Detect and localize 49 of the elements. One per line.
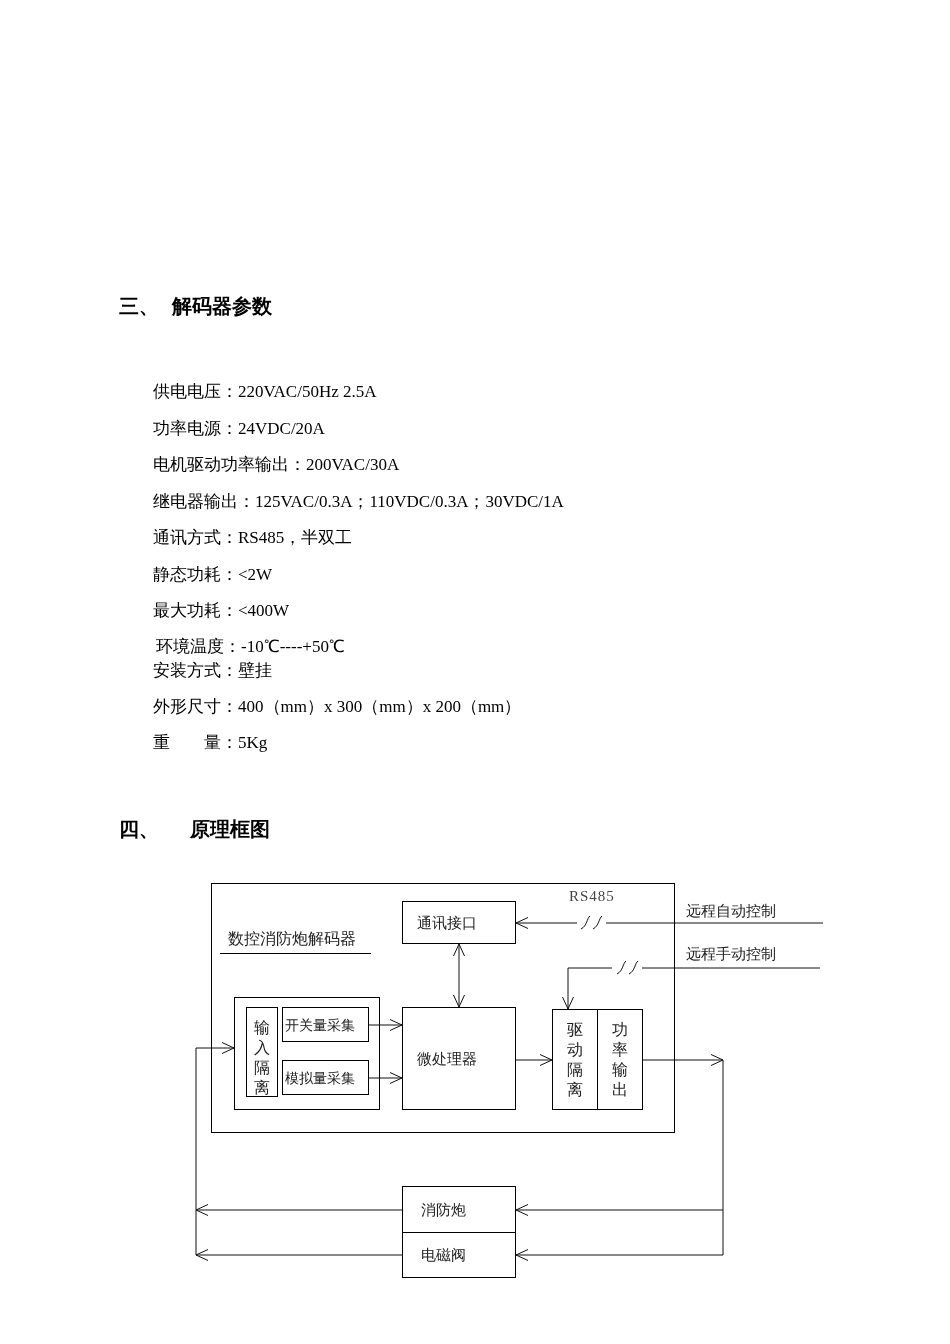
spec-line: 最大功耗：<400W [153, 600, 290, 622]
connector-arrow [515, 1204, 724, 1216]
underlined-heading: 数控消防炮解码器 [220, 927, 371, 954]
block-label: 开关量采集 [285, 1015, 355, 1035]
block-label: 微处理器 [417, 1048, 477, 1069]
block-label: 通讯接口 [417, 912, 477, 933]
spec-line: 电机驱动功率输出：200VAC/30A [153, 454, 400, 476]
vertical-label: 输入隔离 [254, 1018, 270, 1098]
valve-block [402, 1232, 516, 1278]
connector-arrow [368, 1019, 403, 1031]
spec-line: 安装方式：壁挂 [153, 660, 272, 682]
processor-block [402, 1007, 516, 1110]
monitor-block [402, 1186, 516, 1233]
connector-arrow [195, 1249, 403, 1261]
interface-block [402, 901, 516, 944]
vertical-label: 驱动隔离 [567, 1020, 583, 1100]
connector-arrow [195, 1204, 403, 1216]
drive-isolation-block [552, 1009, 598, 1110]
connector-arrow [642, 1054, 724, 1256]
acquisition-block [282, 1007, 369, 1042]
acquisition-block [282, 1060, 369, 1095]
vertical-label: 功率输出 [612, 1020, 628, 1100]
block-label: 电磁阀 [421, 1245, 466, 1265]
spec-line: 外形尺寸：400（mm）x 300（mm）x 200（mm） [153, 696, 522, 718]
isolation-block [246, 1007, 278, 1097]
connector-arrow [515, 1054, 553, 1066]
edge-label: 远程自动控制 [686, 901, 776, 921]
spec-line: 环境温度：-10℃----+50℃ [156, 636, 345, 658]
section-heading: 三、 解码器参数 [119, 293, 272, 319]
connector-arrow [562, 960, 821, 1010]
spec-line: 继电器输出：125VAC/0.3A；110VDC/0.3A；30VDC/1A [153, 491, 564, 513]
connector-arrow [195, 1042, 235, 1256]
spec-line: 静态功耗：<2W [153, 564, 273, 586]
section-heading: 四、 原理框图 [119, 816, 270, 842]
power-output-block [597, 1009, 643, 1110]
edge-label: 远程手动控制 [686, 944, 776, 964]
connector-arrow [515, 1249, 724, 1261]
spec-line: 重 量：5Kg [153, 732, 268, 754]
spec-line: 功率电源：24VDC/20A [153, 418, 325, 440]
connector-arrow [515, 915, 824, 930]
connector-arrow [453, 943, 465, 1008]
spec-line: 通讯方式：RS485，半双工 [153, 527, 353, 549]
bus-label: RS485 [569, 887, 615, 906]
decoder-enclosure [211, 883, 675, 1133]
input-group-frame [234, 997, 380, 1110]
spec-line: 供电电压：220VAC/50Hz 2.5A [153, 381, 377, 403]
connector-arrow [368, 1072, 403, 1084]
block-label: 模拟量采集 [285, 1068, 355, 1088]
block-label: 消防炮 [421, 1199, 466, 1220]
